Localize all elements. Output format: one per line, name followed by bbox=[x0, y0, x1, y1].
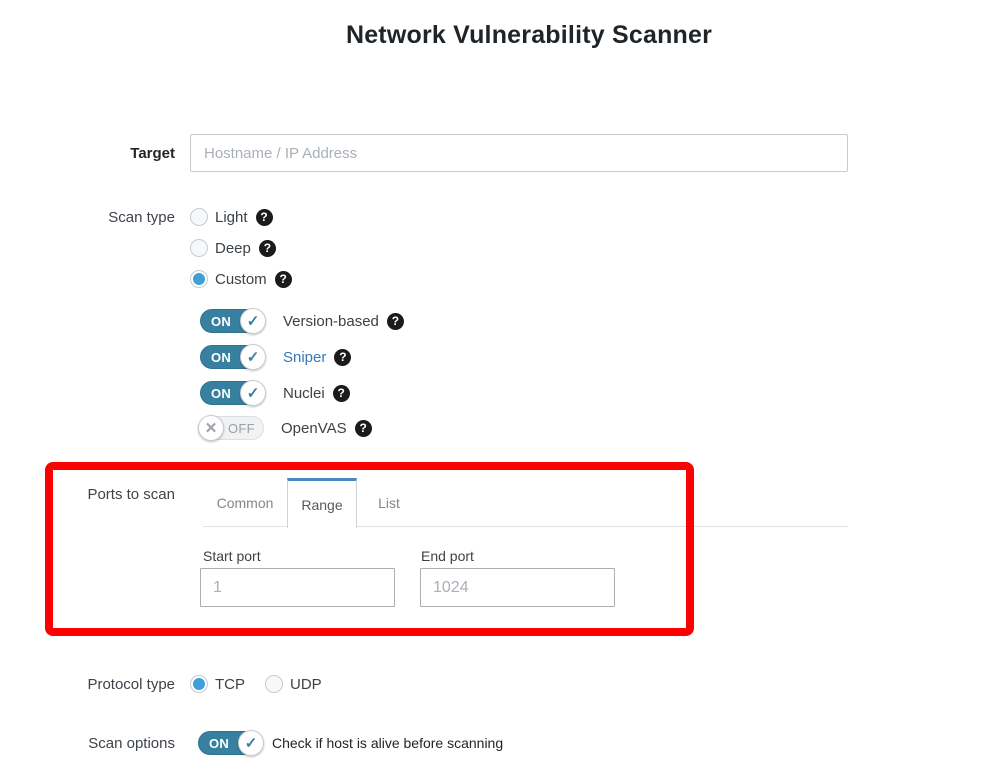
scan-options-label: Scan options bbox=[88, 735, 175, 752]
radio-icon-udp[interactable] bbox=[265, 675, 283, 693]
protocol-radio-group: TCP UDP bbox=[190, 675, 322, 693]
radio-icon[interactable] bbox=[190, 208, 208, 226]
radio-label-udp: UDP bbox=[290, 675, 322, 693]
toggle-state-label: ON bbox=[211, 349, 232, 365]
toggle-version-based[interactable]: ON ✓ bbox=[200, 308, 266, 334]
tab-range-active[interactable]: Range bbox=[287, 478, 357, 528]
toggle-label: OpenVAS bbox=[281, 419, 347, 437]
radio-label: Deep bbox=[215, 239, 251, 257]
tabbar-divider bbox=[203, 526, 848, 527]
toggle-label: Nuclei bbox=[283, 384, 325, 402]
toggle-nuclei[interactable]: ON ✓ bbox=[200, 380, 266, 406]
help-icon[interactable]: ? bbox=[386, 312, 404, 330]
radio-label: Light bbox=[215, 208, 248, 226]
radio-icon-selected[interactable] bbox=[190, 270, 208, 288]
check-icon: ✓ bbox=[238, 730, 264, 756]
toggle-label-link[interactable]: Sniper bbox=[283, 348, 327, 366]
radio-icon-tcp-selected[interactable] bbox=[190, 675, 208, 693]
end-port-input[interactable] bbox=[420, 568, 615, 607]
end-port-label: End port bbox=[421, 548, 474, 564]
toggle-row-host-alive: ON ✓ Check if host is alive before scann… bbox=[198, 730, 503, 756]
protocol-label: Protocol type bbox=[87, 676, 175, 693]
check-icon: ✓ bbox=[240, 380, 266, 406]
toggle-row-openvas: OFF ✕ OpenVAS ? bbox=[198, 415, 372, 441]
host-alive-text: Check if host is alive before scanning bbox=[272, 735, 504, 751]
radio-label-tcp: TCP bbox=[215, 675, 245, 693]
ports-tabbar: Common Range List bbox=[203, 478, 848, 528]
ports-label: Ports to scan bbox=[87, 486, 175, 503]
help-icon[interactable]: ? bbox=[258, 239, 276, 257]
radio-option-light[interactable]: Light ? bbox=[190, 208, 273, 226]
check-icon: ✓ bbox=[240, 308, 266, 334]
toggle-row-version-based: ON ✓ Version-based ? bbox=[200, 308, 404, 334]
toggle-row-nuclei: ON ✓ Nuclei ? bbox=[200, 380, 350, 406]
toggle-openvas[interactable]: OFF ✕ bbox=[198, 415, 264, 441]
check-icon: ✓ bbox=[240, 344, 266, 370]
radio-icon[interactable] bbox=[190, 239, 208, 257]
help-icon[interactable]: ? bbox=[334, 348, 352, 366]
help-icon[interactable]: ? bbox=[255, 208, 273, 226]
radio-label: Custom bbox=[215, 270, 267, 288]
toggle-host-alive[interactable]: ON ✓ bbox=[198, 730, 264, 756]
toggle-label: Version-based bbox=[283, 312, 379, 330]
help-icon[interactable]: ? bbox=[332, 384, 350, 402]
target-label: Target bbox=[130, 145, 175, 162]
tab-list[interactable]: List bbox=[378, 494, 400, 511]
toggle-sniper[interactable]: ON ✓ bbox=[200, 344, 266, 370]
toggle-row-sniper: ON ✓ Sniper ? bbox=[200, 344, 352, 370]
radio-option-custom[interactable]: Custom ? bbox=[190, 270, 292, 288]
toggle-state-label: ON bbox=[211, 385, 232, 401]
scan-type-label: Scan type bbox=[108, 209, 175, 226]
help-icon[interactable]: ? bbox=[274, 270, 292, 288]
page-title: Network Vulnerability Scanner bbox=[345, 21, 713, 49]
toggle-state-label: ON bbox=[211, 313, 232, 329]
start-port-label: Start port bbox=[203, 548, 261, 564]
target-input[interactable] bbox=[190, 134, 848, 172]
help-icon[interactable]: ? bbox=[354, 419, 372, 437]
toggle-state-label: ON bbox=[209, 735, 230, 751]
start-port-input[interactable] bbox=[200, 568, 395, 607]
radio-option-deep[interactable]: Deep ? bbox=[190, 239, 276, 257]
toggle-state-label: OFF bbox=[228, 420, 255, 436]
tab-common[interactable]: Common bbox=[216, 494, 274, 511]
cross-icon: ✕ bbox=[198, 415, 224, 441]
